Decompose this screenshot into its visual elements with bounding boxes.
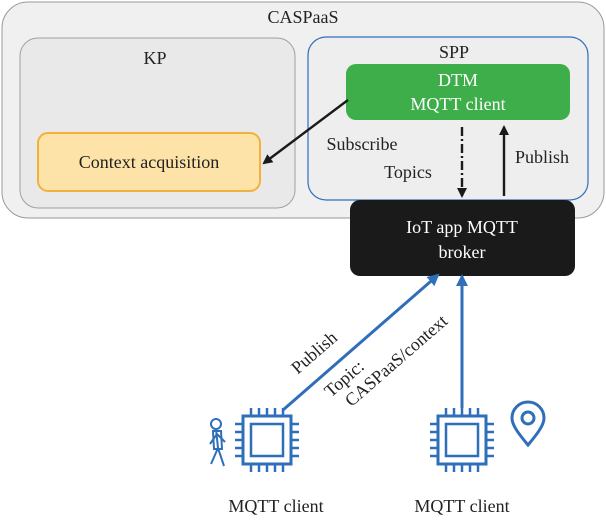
chip-icon bbox=[233, 406, 301, 474]
spp-label: SPP bbox=[439, 42, 469, 62]
subscribe-label: Subscribe bbox=[327, 134, 398, 154]
iot-mqtt-broker-box bbox=[350, 200, 575, 276]
dtm-mqtt-client-box bbox=[346, 64, 570, 120]
context-acquisition-box bbox=[37, 132, 261, 192]
publish-client-label: Publish bbox=[287, 327, 341, 378]
arrow-dtm-to-context bbox=[262, 99, 349, 165]
publish-up-label: Publish bbox=[515, 147, 569, 167]
caspaas-label: CASPaaS bbox=[267, 7, 338, 27]
topics-label: Topics bbox=[384, 162, 432, 182]
broker-label-line2: broker bbox=[439, 242, 486, 262]
dtm-label: DTM bbox=[438, 70, 478, 90]
context-acquisition-label: Context acquisition bbox=[79, 152, 219, 172]
broker-label-line1: IoT app MQTT bbox=[406, 217, 518, 237]
arrow-left-client-to-broker bbox=[282, 273, 440, 412]
dtm-mqtt-client-label: MQTT client bbox=[410, 94, 505, 114]
left-mqtt-client-label: MQTT client bbox=[228, 496, 323, 516]
right-mqtt-client-label: MQTT client bbox=[414, 496, 509, 516]
location-pin-icon bbox=[510, 400, 546, 448]
walking-person-icon bbox=[209, 418, 226, 467]
kp-label: KP bbox=[143, 48, 166, 68]
chip-icon bbox=[428, 406, 496, 474]
